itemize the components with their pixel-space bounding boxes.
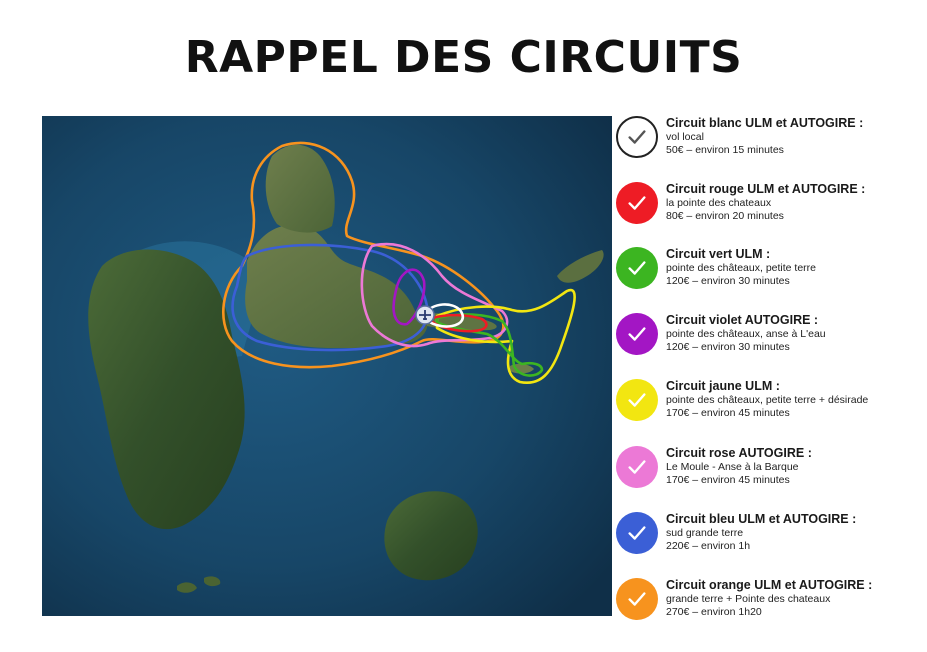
page-title: RAPPEL DES CIRCUITS xyxy=(184,32,743,83)
legend-text: Circuit blanc ULM et AUTOGIRE :vol local… xyxy=(666,116,926,156)
check-icon xyxy=(628,130,646,144)
circuit-color-badge xyxy=(616,379,658,421)
legend-item: Circuit violet AUTOGIRE :pointe des chât… xyxy=(612,313,927,373)
circuits-map xyxy=(42,116,612,616)
satellite-map-image xyxy=(42,116,612,616)
circuit-color-badge xyxy=(616,512,658,554)
white-circuit-route xyxy=(422,303,465,328)
legend-text: Circuit violet AUTOGIRE :pointe des chât… xyxy=(666,313,926,353)
check-icon xyxy=(628,526,646,540)
circuit-color-badge xyxy=(616,446,658,488)
marie-galante-island xyxy=(384,491,478,581)
legend-item: Circuit blanc ULM et AUTOGIRE :vol local… xyxy=(612,116,927,176)
circuit-route: vol local xyxy=(666,131,704,143)
circuit-name: Circuit rouge ULM et AUTOGIRE : xyxy=(666,182,866,196)
circuit-price: 50€ – environ 15 minutes xyxy=(666,143,784,156)
legend-text: Circuit vert ULM :pointe des châteaux, p… xyxy=(666,247,926,287)
circuit-color-badge xyxy=(616,578,658,620)
violet-circuit-route xyxy=(392,268,426,326)
circuit-name: Circuit blanc ULM et AUTOGIRE : xyxy=(666,116,864,130)
circuit-name: Circuit jaune ULM : xyxy=(666,379,780,393)
blue-circuit-route xyxy=(231,243,429,352)
grande-terre-island xyxy=(245,225,428,348)
circuit-price: 120€ – environ 30 minutes xyxy=(666,274,790,287)
green-circuit-route xyxy=(435,313,544,377)
check-icon xyxy=(628,592,646,606)
circuit-route: pointe des châteaux, petite terre + dési… xyxy=(666,394,869,406)
basse-terre-island xyxy=(88,249,245,530)
circuit-color-badge xyxy=(616,116,658,158)
check-icon xyxy=(628,327,646,341)
circuit-name: Circuit orange ULM et AUTOGIRE : xyxy=(666,578,873,592)
legend-text: Circuit orange ULM et AUTOGIRE :grande t… xyxy=(666,578,926,618)
legend-item: Circuit rouge ULM et AUTOGIRE :la pointe… xyxy=(612,182,927,242)
legend-text: Circuit bleu ULM et AUTOGIRE :sud grande… xyxy=(666,512,926,552)
circuit-route: pointe des châteaux, anse à L'eau xyxy=(666,328,826,340)
legend-item: Circuit rose AUTOGIRE :Le Moule - Anse à… xyxy=(612,446,927,506)
circuit-name: Circuit violet AUTOGIRE : xyxy=(666,313,819,327)
circuits-legend: Circuit blanc ULM et AUTOGIRE :vol local… xyxy=(612,116,927,626)
check-icon xyxy=(628,393,646,407)
legend-text: Circuit jaune ULM :pointe des châteaux, … xyxy=(666,379,926,419)
circuit-route: la pointe des chateaux xyxy=(666,197,772,209)
circuit-name: Circuit vert ULM : xyxy=(666,247,771,261)
circuit-color-badge xyxy=(616,313,658,355)
legend-item: Circuit vert ULM :pointe des châteaux, p… xyxy=(612,247,927,307)
legend-item: Circuit bleu ULM et AUTOGIRE :sud grande… xyxy=(612,512,927,572)
circuit-name: Circuit rose AUTOGIRE : xyxy=(666,446,812,460)
legend-item: Circuit orange ULM et AUTOGIRE :grande t… xyxy=(612,578,927,638)
check-icon xyxy=(628,460,646,474)
check-icon xyxy=(628,196,646,210)
circuit-route: sud grande terre xyxy=(666,527,744,539)
circuit-route: pointe des châteaux, petite terre xyxy=(666,262,817,274)
circuit-price: 170€ – environ 45 minutes xyxy=(666,406,790,419)
pink-circuit-route xyxy=(360,242,509,348)
circuit-price: 120€ – environ 30 minutes xyxy=(666,340,790,353)
desirade-island xyxy=(557,250,604,283)
circuit-color-badge xyxy=(616,247,658,289)
circuit-color-badge xyxy=(616,182,658,224)
airplane-icon xyxy=(415,305,435,325)
check-icon xyxy=(628,261,646,275)
circuit-price: 80€ – environ 20 minutes xyxy=(666,209,784,222)
circuit-price: 270€ – environ 1h20 xyxy=(666,605,762,618)
circuit-route: Le Moule - Anse à la Barque xyxy=(666,461,799,473)
legend-text: Circuit rose AUTOGIRE :Le Moule - Anse à… xyxy=(666,446,926,486)
legend-item: Circuit jaune ULM :pointe des châteaux, … xyxy=(612,379,927,439)
red-circuit-route xyxy=(430,313,488,333)
legend-text: Circuit rouge ULM et AUTOGIRE :la pointe… xyxy=(666,182,926,222)
circuit-price: 170€ – environ 45 minutes xyxy=(666,473,790,486)
circuit-name: Circuit bleu ULM et AUTOGIRE : xyxy=(666,512,857,526)
circuit-price: 220€ – environ 1h xyxy=(666,539,751,552)
circuit-route: grande terre + Pointe des chateaux xyxy=(666,593,831,605)
